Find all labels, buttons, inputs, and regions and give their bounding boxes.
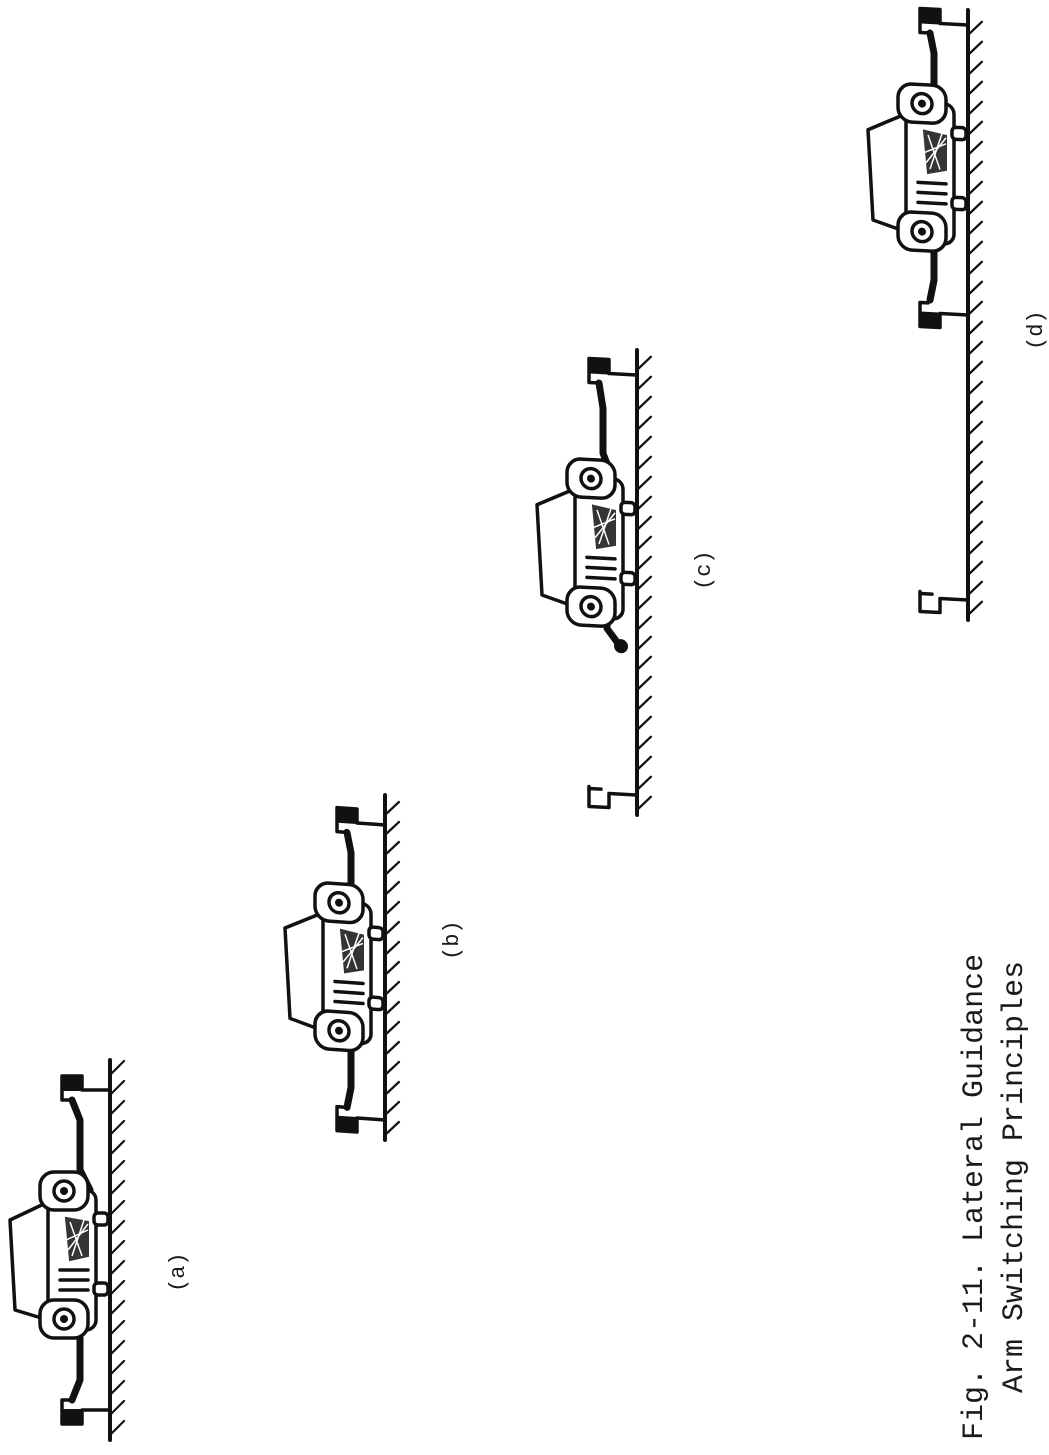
ground-hatch-a bbox=[108, 1059, 126, 1437]
panel-label-b: (b) bbox=[440, 920, 465, 960]
panel-b bbox=[283, 792, 401, 1143]
panel-label-c: (c) bbox=[692, 550, 717, 590]
panel-label-d: (d) bbox=[1024, 310, 1049, 350]
panel-d bbox=[866, 6, 984, 623]
figure-caption-line1: Fig. 2-11. Lateral Guidance bbox=[958, 954, 992, 1440]
panel-a bbox=[8, 1058, 126, 1442]
figure-caption-line2: Arm Switching Principles bbox=[998, 961, 1032, 1393]
panel-label-a: (a) bbox=[166, 1252, 191, 1292]
panel-c bbox=[535, 347, 653, 818]
